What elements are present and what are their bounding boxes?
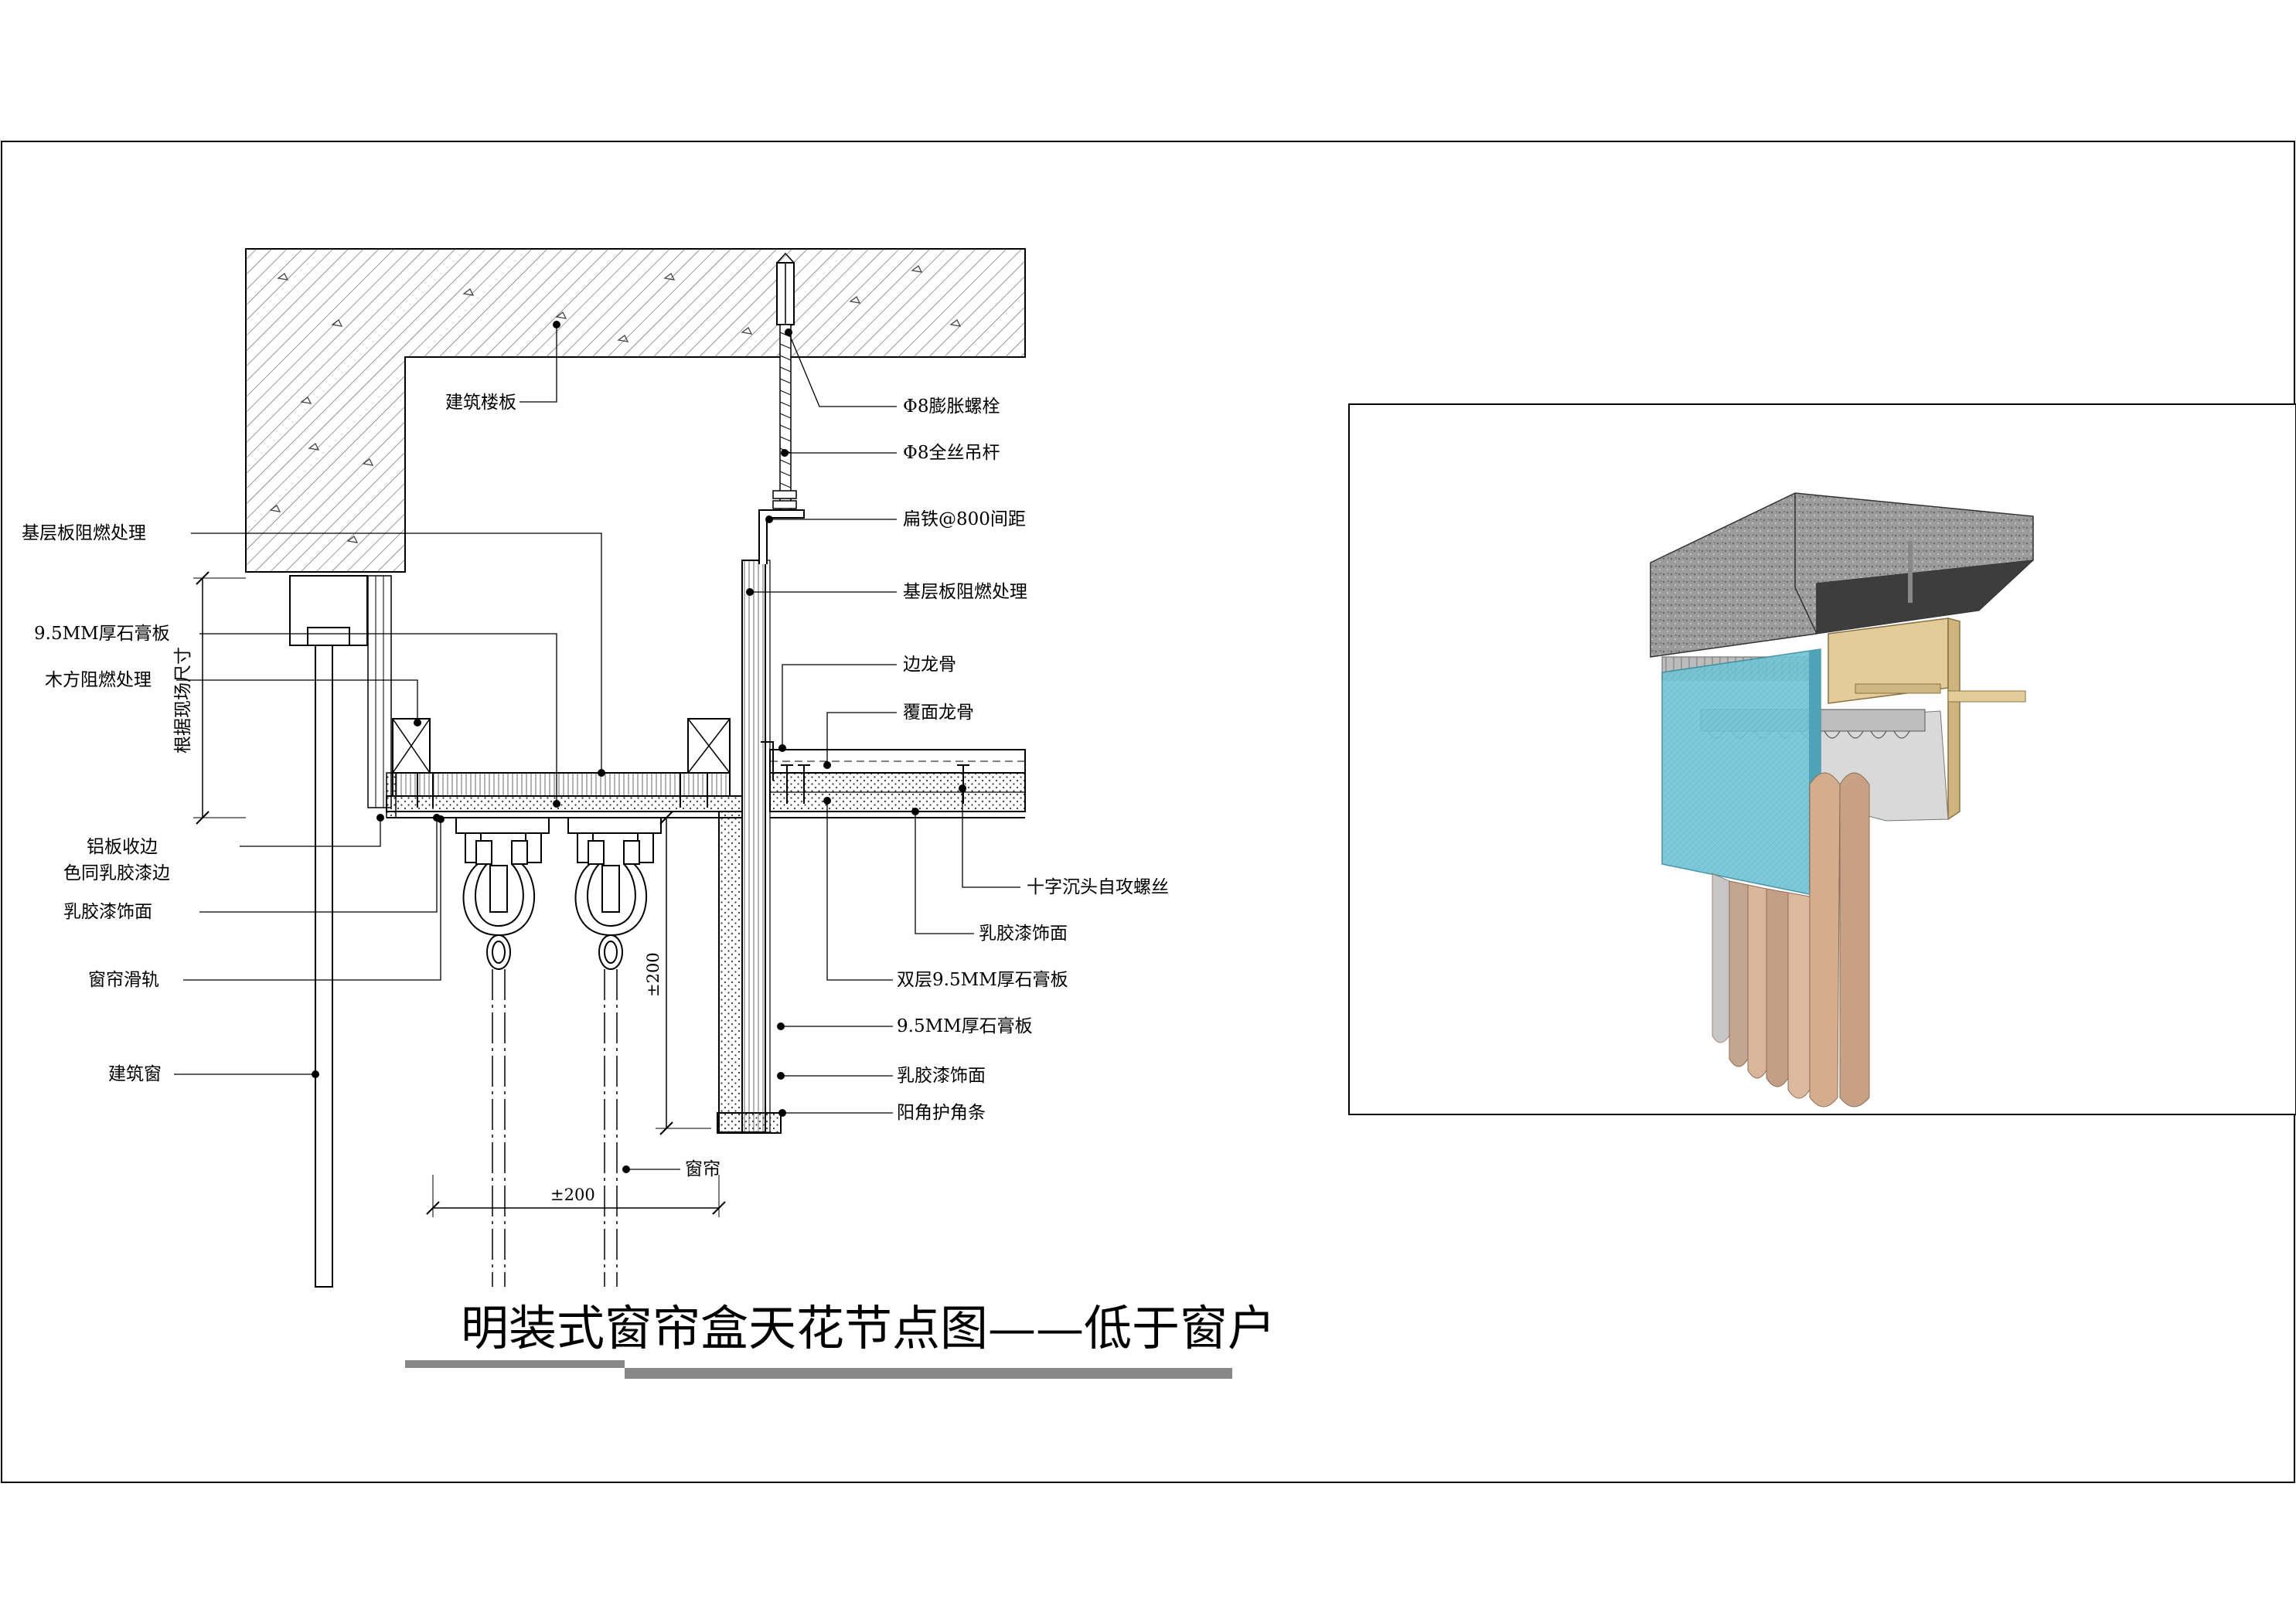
label-screw: 十字沉头自攻螺丝: [1027, 877, 1169, 897]
drawing-title: 明装式窗帘盒天花节点图——低于窗户: [461, 1300, 1276, 1356]
leader-dots: [312, 321, 966, 1173]
label-base-board-right: 基层板阻燃处理: [903, 582, 1027, 602]
perspective-view: [1348, 403, 2296, 1115]
dim-vertical-text: ±200: [644, 952, 663, 997]
label-rod: Φ8全丝吊杆: [903, 443, 1000, 463]
glass-3d: [1661, 648, 1821, 897]
label-curtain-track: 窗帘滑轨: [88, 970, 159, 990]
gypsum-horizontal: [386, 795, 743, 812]
label-alu-edge-2: 色同乳胶漆边: [63, 863, 170, 883]
label-double-gypsum: 双层9.5MM厚石膏板: [897, 970, 1068, 990]
window-frame-top: [289, 575, 368, 646]
screws: [411, 764, 969, 808]
window-glass: [315, 645, 333, 1288]
aggregate-marks: [269, 265, 962, 543]
curtain-track-right: [567, 817, 662, 970]
curtain-track-left: [455, 817, 550, 970]
label-flat-iron: 扁铁@800间距: [903, 509, 1026, 529]
label-bolt: Φ8膨胀螺栓: [903, 396, 1000, 417]
title-underline-top: [405, 1360, 625, 1368]
leader-lines: [174, 325, 1020, 1170]
label-slab: 建筑楼板: [445, 393, 516, 413]
title-underline-bottom: [625, 1368, 1232, 1379]
label-base-board-left: 基层板阻燃处理: [22, 523, 146, 543]
label-site-dim: 根据现场尺寸: [173, 647, 193, 754]
label-gypsum-right: 9.5MM厚石膏板: [897, 1016, 1033, 1036]
label-curtain: 窗帘: [685, 1159, 720, 1179]
base-board-vertical: [741, 560, 766, 1133]
window-frame-side: [367, 575, 392, 808]
label-alu-edge-1: 铝板收边: [87, 837, 158, 857]
curtain-lines: [492, 969, 618, 1287]
box-side-gypsum: [718, 811, 743, 1133]
label-gypsum-left: 9.5MM厚石膏板: [34, 624, 170, 644]
label-edge-keel: 边龙骨: [903, 655, 956, 675]
label-cover-keel: 覆面龙骨: [903, 703, 974, 723]
section-drawing: [174, 248, 1026, 1288]
concrete-slab: [245, 248, 1026, 573]
label-timber: 木方阻燃处理: [45, 670, 152, 690]
base-board: [392, 772, 731, 797]
label-latex-right-2: 乳胶漆饰面: [897, 1066, 986, 1086]
label-corner-guard: 阳角护角条: [897, 1103, 986, 1123]
label-latex-right-1: 乳胶漆饰面: [979, 924, 1068, 944]
label-window: 建筑窗: [108, 1064, 162, 1084]
callout-labels: 建筑楼板 基层板阻燃处理 9.5MM厚石膏板 木方阻燃处理 铝板收边 色同乳胶漆…: [22, 393, 1169, 1204]
flat-iron: [758, 509, 805, 564]
dim-horizontal-text: ±200: [550, 1186, 595, 1204]
curtain-3d: [1712, 772, 1870, 1108]
label-latex-left: 乳胶漆饰面: [63, 902, 152, 922]
